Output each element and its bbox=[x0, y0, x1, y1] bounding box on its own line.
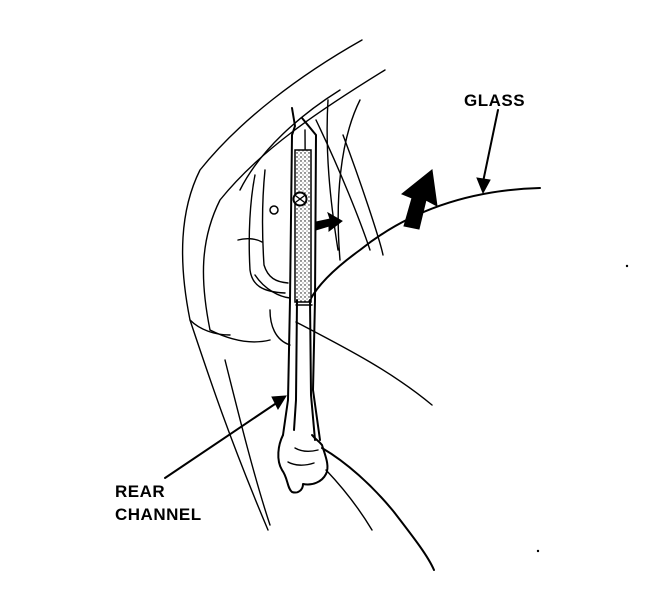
rear-channel-leader bbox=[164, 395, 287, 479]
hand-holding-channel bbox=[277, 434, 435, 571]
door-frame bbox=[181, 39, 386, 531]
rear-channel-label-line2: CHANNEL bbox=[115, 505, 202, 524]
channel-felt bbox=[294, 149, 312, 303]
rear-channel-label-line1: REAR bbox=[115, 482, 165, 501]
window-glass bbox=[295, 187, 541, 406]
glass-label: GLASS bbox=[464, 91, 525, 110]
rear-channel bbox=[282, 107, 321, 441]
speck bbox=[536, 549, 540, 553]
door-handle-recess bbox=[237, 169, 291, 346]
glass-leader bbox=[476, 109, 499, 195]
mounting-bolt-icon bbox=[269, 191, 308, 215]
channel-removal-arrow-icon bbox=[315, 211, 343, 233]
speck bbox=[625, 264, 629, 268]
glass-raise-arrow-icon bbox=[401, 169, 438, 230]
